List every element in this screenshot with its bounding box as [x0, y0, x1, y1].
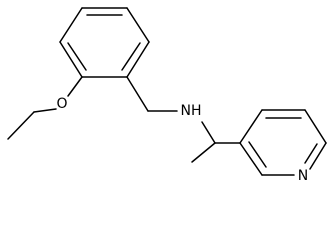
bond — [304, 109, 327, 144]
benzyl-amine-linker: NH — [126, 76, 202, 119]
bond — [67, 76, 83, 97]
bond — [59, 41, 83, 78]
double-bond-inner — [67, 42, 87, 71]
oxygen-label: O — [56, 96, 67, 112]
ethoxy-group: O — [7, 76, 83, 140]
pyridine-n-label: N — [298, 168, 308, 184]
double-bond-inner — [248, 141, 267, 168]
bond — [59, 7, 83, 43]
molecule-structure: O NH N — [7, 7, 327, 184]
bond — [309, 142, 327, 170]
bond — [201, 121, 216, 144]
bond — [33, 108, 57, 113]
ethylidene-group — [191, 121, 241, 163]
double-bond-inner — [121, 42, 141, 71]
pyridine-ring: N — [239, 109, 327, 184]
bond — [191, 142, 216, 163]
bond — [126, 7, 150, 43]
double-bond-inner — [304, 143, 318, 164]
bond — [239, 109, 263, 144]
benzene-ring — [59, 7, 150, 78]
bond — [126, 76, 149, 112]
bond — [239, 142, 263, 176]
amine-nh-label: NH — [181, 103, 202, 119]
bond — [7, 111, 35, 140]
bond — [126, 41, 150, 78]
